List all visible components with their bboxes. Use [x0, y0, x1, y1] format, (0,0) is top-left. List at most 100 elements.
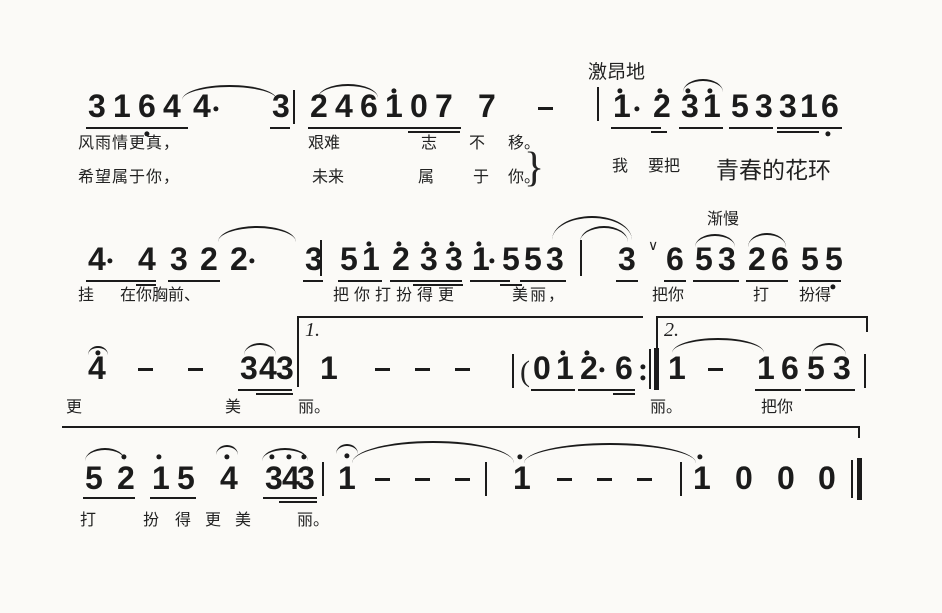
barline	[293, 90, 295, 124]
note: 4	[88, 241, 106, 277]
note: 5	[825, 241, 843, 277]
note: 3	[88, 88, 106, 124]
duration-dash	[455, 368, 470, 371]
high-octave-dot	[366, 241, 372, 247]
note: 3	[170, 241, 188, 277]
lyric: 打	[753, 287, 770, 304]
lyric: 得	[175, 512, 192, 529]
beam-underline	[408, 131, 460, 133]
lyric: 美丽，	[512, 287, 567, 304]
high-octave-dot	[584, 350, 590, 356]
note: 2	[653, 88, 671, 124]
barline	[485, 462, 487, 496]
slur	[748, 233, 786, 247]
note: 2	[580, 350, 598, 386]
brace: }	[524, 145, 545, 191]
beam-underline	[413, 284, 463, 286]
note: 1	[385, 88, 403, 124]
note: 5	[524, 241, 542, 277]
duration-dash	[455, 478, 470, 481]
continuation-rule	[62, 426, 860, 428]
high-octave-dot	[396, 241, 402, 247]
lyric: 你。	[508, 169, 541, 186]
lyric: 把你	[761, 399, 794, 416]
beam-underline	[611, 127, 661, 129]
beam-underline	[664, 280, 686, 282]
beam-underline	[729, 127, 773, 129]
volta-2-bracket-hook	[866, 316, 868, 332]
fermata-dot	[95, 350, 101, 356]
final-barline-thick	[857, 458, 862, 500]
note: 1	[693, 460, 711, 496]
note: 7	[435, 88, 453, 124]
augmentation-dot	[107, 258, 113, 264]
duration-dash	[375, 478, 390, 481]
note: 3	[618, 241, 636, 277]
note: 3	[445, 241, 463, 277]
slur	[182, 85, 277, 100]
high-octave-dot	[391, 88, 397, 94]
lyric: 我	[612, 158, 629, 175]
note: 5	[807, 350, 825, 386]
fermata-arc	[336, 444, 358, 454]
tempo-marking: 渐慢	[707, 211, 740, 228]
volta-2-bracket	[656, 316, 868, 318]
slur	[695, 234, 735, 247]
note: 4	[138, 241, 156, 277]
lyric: 挂	[78, 287, 95, 304]
augmentation-dot	[213, 106, 219, 112]
lyric: 要把	[648, 158, 681, 175]
high-octave-dot	[617, 88, 623, 94]
duration-dash	[557, 478, 572, 481]
note: 6	[360, 88, 378, 124]
augmentation-dot	[249, 258, 255, 264]
slur	[218, 226, 296, 242]
tie	[552, 216, 632, 240]
augmentation-dot	[599, 367, 605, 373]
beam-underline	[613, 393, 635, 395]
lyric: 不	[469, 135, 486, 152]
beam-underline	[263, 497, 317, 499]
duration-dash	[415, 368, 430, 371]
slur	[683, 79, 723, 92]
note: 6	[666, 241, 684, 277]
lyric: 属	[418, 169, 435, 186]
barline	[512, 354, 514, 388]
volta-1-bracket	[297, 316, 643, 318]
repeat-dot	[640, 364, 646, 370]
high-octave-dot	[517, 454, 523, 460]
rest-note: 0	[818, 460, 836, 496]
beam-underline	[520, 280, 566, 282]
note: 2	[748, 241, 766, 277]
note: 1	[703, 88, 721, 124]
beam-underline	[390, 280, 462, 282]
note: 7	[478, 88, 496, 124]
note: 5	[177, 460, 195, 496]
lyric: 打	[80, 512, 97, 529]
lyric: 青春的花环	[716, 158, 831, 183]
high-octave-dot	[424, 241, 430, 247]
note: 1	[338, 460, 356, 496]
note: 3	[833, 350, 851, 386]
fermata-dot	[224, 454, 230, 460]
note: 1	[513, 460, 531, 496]
beam-underline	[83, 497, 135, 499]
lyric: 美	[235, 512, 252, 529]
note: 4	[259, 350, 277, 386]
note: 1	[556, 350, 574, 386]
fermata-arc	[88, 346, 108, 355]
beam-underline	[470, 280, 510, 282]
lyric: 未来	[312, 169, 345, 186]
beam-underline	[679, 127, 723, 129]
lyric: 希望属于你，	[78, 169, 181, 186]
high-octave-dot	[560, 350, 566, 356]
slur	[318, 84, 378, 98]
low-octave-dot	[825, 131, 831, 137]
rest-note: 0	[533, 350, 551, 386]
note: 3	[681, 88, 699, 124]
note: 2	[200, 241, 218, 277]
volta-2-bracket-edge	[656, 317, 658, 349]
tie	[524, 443, 696, 463]
